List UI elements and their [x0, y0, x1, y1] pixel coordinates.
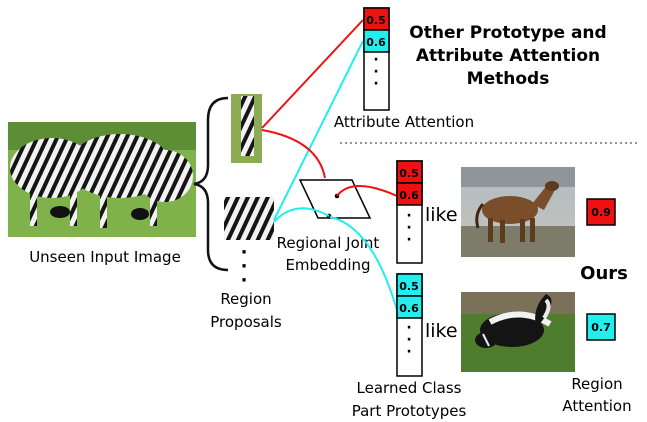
attribute-attention-label: Attribute Attention: [334, 113, 474, 131]
region-attention-label-line2: Attention: [562, 397, 631, 415]
horse-proto-cell-1: 0.5: [399, 167, 419, 180]
proposals-brace: [193, 96, 229, 272]
joint-embedding-plane: [298, 179, 372, 219]
embedding-label-line1: Regional Joint: [277, 234, 380, 252]
prototypes-label-line1: Learned Class: [357, 379, 462, 397]
svg-text:·: ·: [406, 220, 411, 236]
skunk-proto-cell-2: 0.6: [399, 302, 419, 315]
proposal-ellipsis-2: ·: [241, 256, 248, 277]
cyan-to-embedding-curve: [273, 207, 330, 223]
horse-proto-cell-2: 0.6: [399, 189, 419, 202]
prototypes-label-line2: Part Prototypes: [352, 402, 467, 420]
other-methods-title-line1: Other Prototype and: [409, 23, 606, 43]
skunk-score-value: 0.7: [591, 321, 611, 334]
svg-text:·: ·: [406, 208, 411, 224]
other-methods-title-line3: Methods: [467, 69, 550, 89]
input-image-label: Unseen Input Image: [29, 248, 181, 266]
horse-prototype-vector: 0.5 0.6 · · ·: [396, 160, 423, 264]
like-skunk-word: like: [425, 320, 458, 342]
attribute-cell-1: 0.5: [366, 14, 386, 27]
input-zebra-image: [8, 122, 196, 237]
skunk-image: [461, 292, 575, 372]
proposal-ellipsis-3: ·: [241, 270, 248, 291]
attribute-attention-vector: 0.5 0.6 · · ·: [363, 7, 390, 111]
horse-score-box: 0.9: [586, 198, 616, 226]
region-attention-label-line1: Region: [571, 375, 622, 393]
proposal-ellipsis-1: ·: [241, 242, 248, 263]
horse-score-value: 0.9: [591, 206, 611, 219]
cyan-to-prototype-curve: [329, 216, 398, 311]
svg-text:·: ·: [373, 76, 378, 92]
horse-image: [461, 167, 575, 257]
skunk-prototype-vector: 0.5 0.6 · · ·: [396, 273, 423, 377]
proposal-leg-crop: [231, 94, 262, 163]
svg-text:·: ·: [406, 320, 411, 336]
top-red-connector: [261, 19, 364, 129]
svg-text:·: ·: [406, 332, 411, 348]
like-horse-word: like: [425, 204, 458, 226]
svg-text:·: ·: [373, 64, 378, 80]
ours-label: Ours: [580, 263, 628, 284]
region-proposals-label-line2: Proposals: [210, 313, 282, 331]
red-to-embedding-curve: [261, 129, 326, 179]
embedding-label-line2: Embedding: [285, 256, 370, 274]
proposal-body-crop: [224, 197, 274, 240]
skunk-score-box: 0.7: [586, 313, 616, 341]
svg-text:·: ·: [373, 52, 378, 68]
svg-text:·: ·: [406, 344, 411, 360]
other-methods-title-line2: Attribute Attention: [416, 46, 600, 66]
skunk-proto-cell-1: 0.5: [399, 280, 419, 293]
red-to-prototype-curve: [336, 185, 398, 197]
region-proposals-label-line1: Region: [220, 290, 271, 308]
top-cyan-connector: [273, 40, 364, 221]
svg-text:·: ·: [406, 232, 411, 248]
attribute-cell-2: 0.6: [366, 36, 386, 49]
